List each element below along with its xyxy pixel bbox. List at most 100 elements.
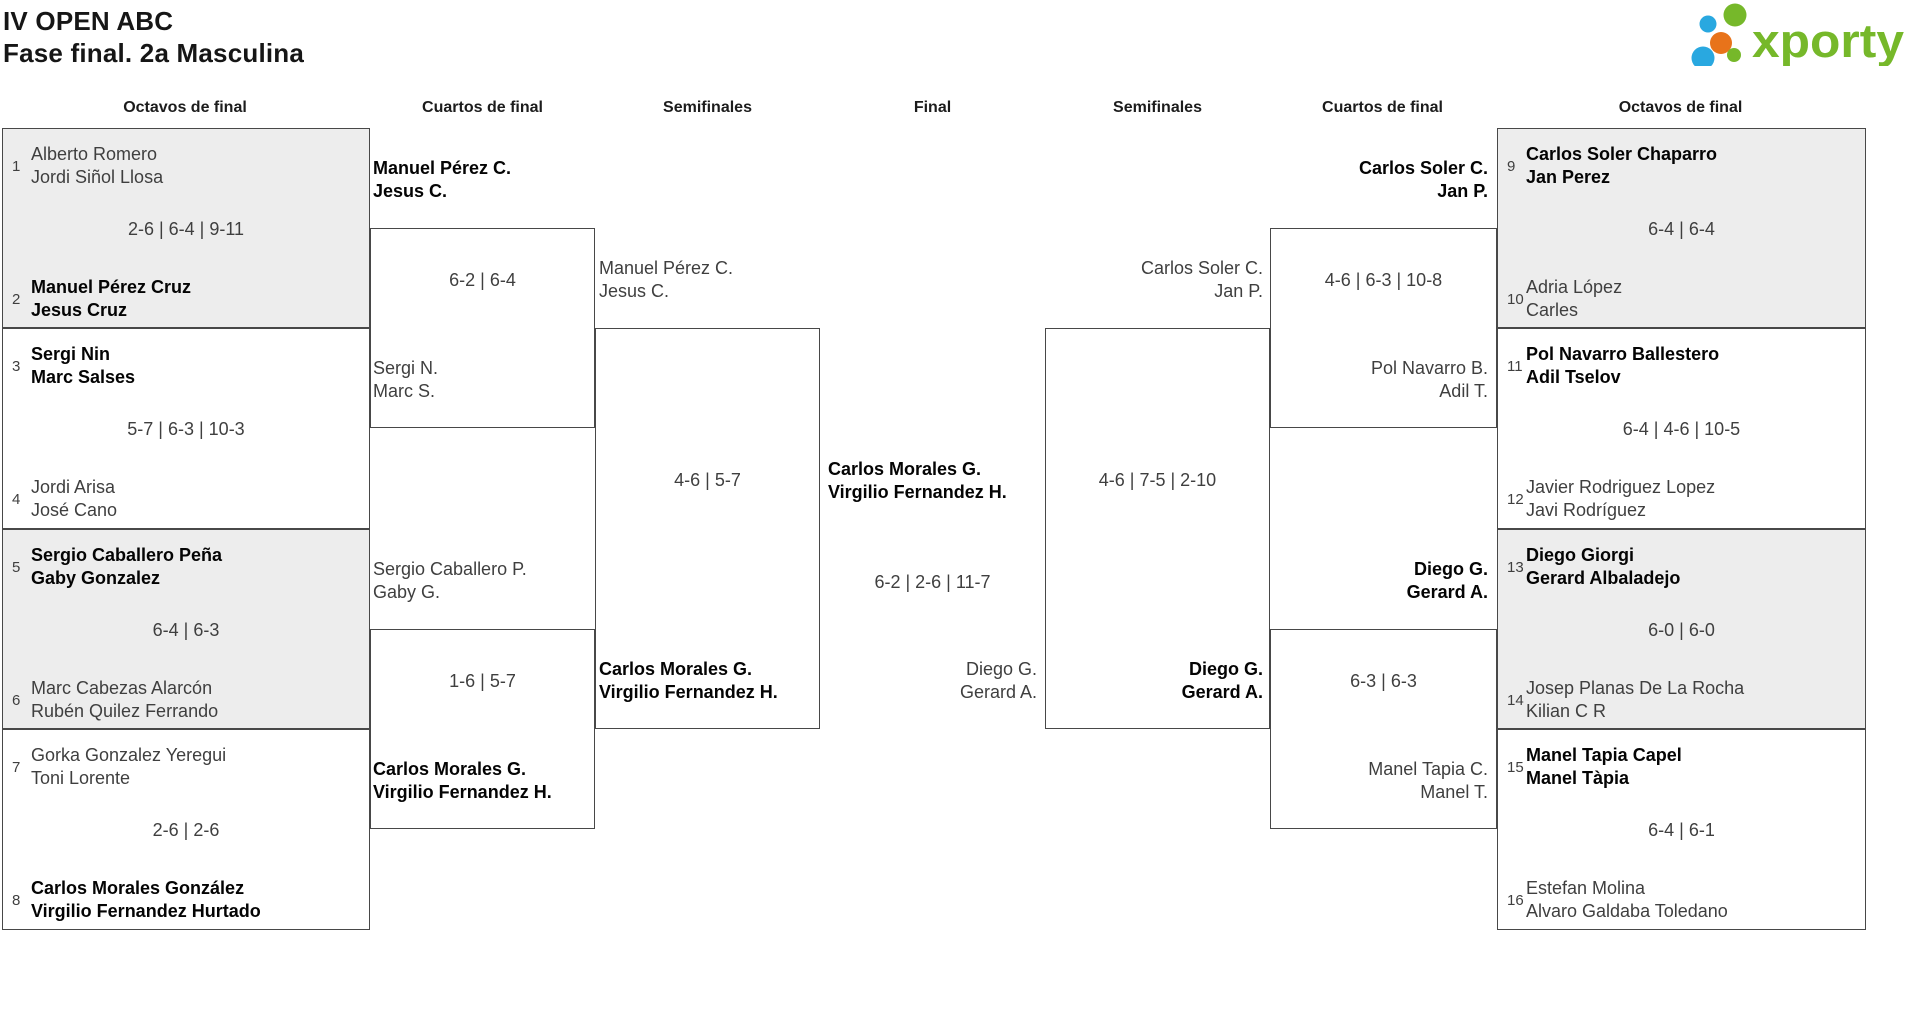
seed-number: 3: [12, 357, 21, 375]
team-names: Pol Navarro Ballestero Adil Tselov: [1518, 343, 1719, 389]
match-box-r16-3: 5 Sergio Caballero Peña Gaby Gonzalez 6-…: [2, 529, 370, 729]
player-name: Gaby G.: [373, 582, 441, 602]
round-header-r16-right: Octavos de final: [1618, 99, 1743, 116]
team-names: Jordi Arisa José Cano: [23, 476, 117, 522]
round-header-final: Final: [913, 99, 952, 116]
team-label-qf: Diego G. Gerard A.: [1270, 558, 1488, 604]
team-names: Manel Tapia Capel Manel Tàpia: [1518, 744, 1682, 790]
player-name: Jan P.: [1214, 281, 1263, 301]
player-name: Jesus C.: [599, 281, 670, 301]
player-name: Adil T.: [1439, 381, 1488, 401]
team-row: 12 Javier Rodriguez Lopez Javi Rodríguez: [1498, 475, 1865, 523]
player-name: Carlos Morales G.: [373, 759, 527, 779]
match-score: 6-4 | 6-4: [1648, 219, 1715, 239]
seed-number: 15: [1507, 758, 1524, 776]
player-name: Virgilio Fernandez H.: [373, 782, 552, 802]
team-names: Sergi Nin Marc Salses: [23, 343, 135, 389]
round-header-sf-right: Semifinales: [1113, 99, 1202, 116]
match-box-r16-7: 13 Diego Giorgi Gerard Albaladejo 6-0 | …: [1497, 529, 1866, 729]
player-name: Kilian C R: [1526, 701, 1607, 721]
team-names: Manuel Pérez Cruz Jesus Cruz: [23, 276, 191, 322]
team-label-qf: Manel Tapia C. Manel T.: [1270, 758, 1488, 804]
seed-number: 2: [12, 290, 21, 308]
seed-number: 16: [1507, 891, 1524, 909]
player-name: Marc Cabezas Alarcón: [31, 678, 213, 698]
player-name: Sergi Nin: [31, 344, 111, 364]
team-names: Gorka Gonzalez Yeregui Toni Lorente: [23, 744, 226, 790]
player-name: Adil Tselov: [1526, 367, 1621, 387]
player-name: Diego G.: [1413, 559, 1488, 579]
player-name: Alvaro Galdaba Toledano: [1526, 901, 1728, 921]
player-name: Rubén Quilez Ferrando: [31, 701, 219, 721]
player-name: Virgilio Fernandez Hurtado: [31, 901, 261, 921]
player-name: Manel T.: [1420, 782, 1488, 802]
team-label-sf: Manuel Pérez C. Jesus C.: [599, 257, 733, 303]
match-score-sf: 4-6 | 7-5 | 2-10: [1098, 470, 1217, 490]
team-names: Javier Rodriguez Lopez Javi Rodríguez: [1518, 476, 1715, 522]
team-names: Carlos Soler Chaparro Jan Perez: [1518, 143, 1717, 189]
match-box-r16-2: 3 Sergi Nin Marc Salses 5-7 | 6-3 | 10-3…: [2, 328, 370, 529]
player-name: Javi Rodríguez: [1526, 500, 1647, 520]
team-row: 9 Carlos Soler Chaparro Jan Perez: [1498, 142, 1865, 190]
player-name: Jesus C.: [373, 181, 448, 201]
seed-number: 10: [1507, 290, 1524, 308]
player-name: Marc Salses: [31, 367, 136, 387]
team-label-qf: Carlos Morales G. Virgilio Fernandez H.: [373, 758, 552, 804]
team-row: 2 Manuel Pérez Cruz Jesus Cruz: [3, 275, 369, 323]
bracket-connector-sf-left: [595, 328, 820, 729]
match-score: 6-4 | 4-6 | 10-5: [1622, 419, 1741, 439]
team-label-qf: Sergio Caballero P. Gaby G.: [373, 558, 527, 604]
bracket-subtitle: Fase final. 2a Masculina: [3, 38, 305, 68]
team-row: 8 Carlos Morales González Virgilio Ferna…: [3, 876, 369, 924]
player-name: Gerard A.: [1181, 682, 1263, 702]
team-names: Carlos Morales González Virgilio Fernand…: [23, 877, 261, 923]
team-label-sf: Carlos Morales G. Virgilio Fernandez H.: [599, 658, 778, 704]
brand-dots-icon: [1691, 3, 1747, 66]
player-name: Carles: [1526, 300, 1579, 320]
player-name: Toni Lorente: [31, 768, 131, 788]
round-header-r16-left: Octavos de final: [123, 99, 247, 116]
match-score-qf: 1-6 | 5-7: [449, 671, 516, 691]
round-header-qf-left: Cuartos de final: [422, 99, 543, 116]
brand-wordmark: xporty: [1752, 14, 1904, 66]
match-box-r16-4: 7 Gorka Gonzalez Yeregui Toni Lorente 2-…: [2, 729, 370, 930]
player-name: Gerard A.: [1406, 582, 1488, 602]
match-score: 6-4 | 6-3: [152, 620, 220, 640]
match-box-r16-6: 11 Pol Navarro Ballestero Adil Tselov 6-…: [1497, 328, 1866, 529]
team-label-sf: Diego G. Gerard A.: [1045, 658, 1263, 704]
seed-number: 1: [12, 157, 21, 175]
player-name: Jan Perez: [1526, 167, 1611, 187]
player-name: Sergio Caballero P.: [373, 559, 527, 579]
seed-number: 8: [12, 891, 21, 909]
team-row: 1 Alberto Romero Jordi Siñol Llosa: [3, 142, 369, 190]
player-name: Estefan Molina: [1526, 878, 1646, 898]
bracket-connector-qf-left-1: [370, 228, 595, 428]
team-names: Adria López Carles: [1518, 276, 1622, 322]
team-row: 6 Marc Cabezas Alarcón Rubén Quilez Ferr…: [3, 676, 369, 724]
seed-number: 13: [1507, 558, 1524, 576]
match-box-r16-1: 1 Alberto Romero Jordi Siñol Llosa 2-6 |…: [2, 128, 370, 328]
team-row: 11 Pol Navarro Ballestero Adil Tselov: [1498, 342, 1865, 390]
player-name: Manel Tàpia: [1526, 768, 1630, 788]
team-row: 16 Estefan Molina Alvaro Galdaba Toledan…: [1498, 876, 1865, 924]
player-name: Gerard Albaladejo: [1526, 568, 1681, 588]
team-names: Josep Planas De La Rocha Kilian C R: [1518, 677, 1744, 723]
match-score-final: 6-2 | 2-6 | 11-7: [874, 572, 991, 592]
player-name: Sergi N.: [373, 358, 439, 378]
team-label-final-winner: Carlos Morales G. Virgilio Fernandez H.: [828, 458, 1007, 504]
match-score: 6-0 | 6-0: [1648, 620, 1715, 640]
player-name: Manel Tapia C.: [1368, 759, 1488, 779]
team-row: 14 Josep Planas De La Rocha Kilian C R: [1498, 676, 1865, 724]
team-names: Estefan Molina Alvaro Galdaba Toledano: [1518, 877, 1728, 923]
team-names: Sergio Caballero Peña Gaby Gonzalez: [23, 544, 222, 590]
player-name: Virgilio Fernandez H.: [828, 482, 1007, 502]
match-score-qf: 6-3 | 6-3: [1350, 671, 1417, 691]
match-score: 2-6 | 2-6: [152, 820, 220, 840]
player-name: Carlos Soler C.: [1140, 258, 1263, 278]
team-label-qf: Manuel Pérez C. Jesus C.: [373, 157, 511, 203]
team-label-qf: Sergi N. Marc S.: [373, 357, 438, 403]
bracket-connector-qf-left-2: [370, 629, 595, 829]
player-name: Adria López: [1526, 277, 1623, 297]
player-name: Manuel Pérez C.: [373, 158, 512, 178]
player-name: Jordi Arisa: [31, 477, 116, 497]
